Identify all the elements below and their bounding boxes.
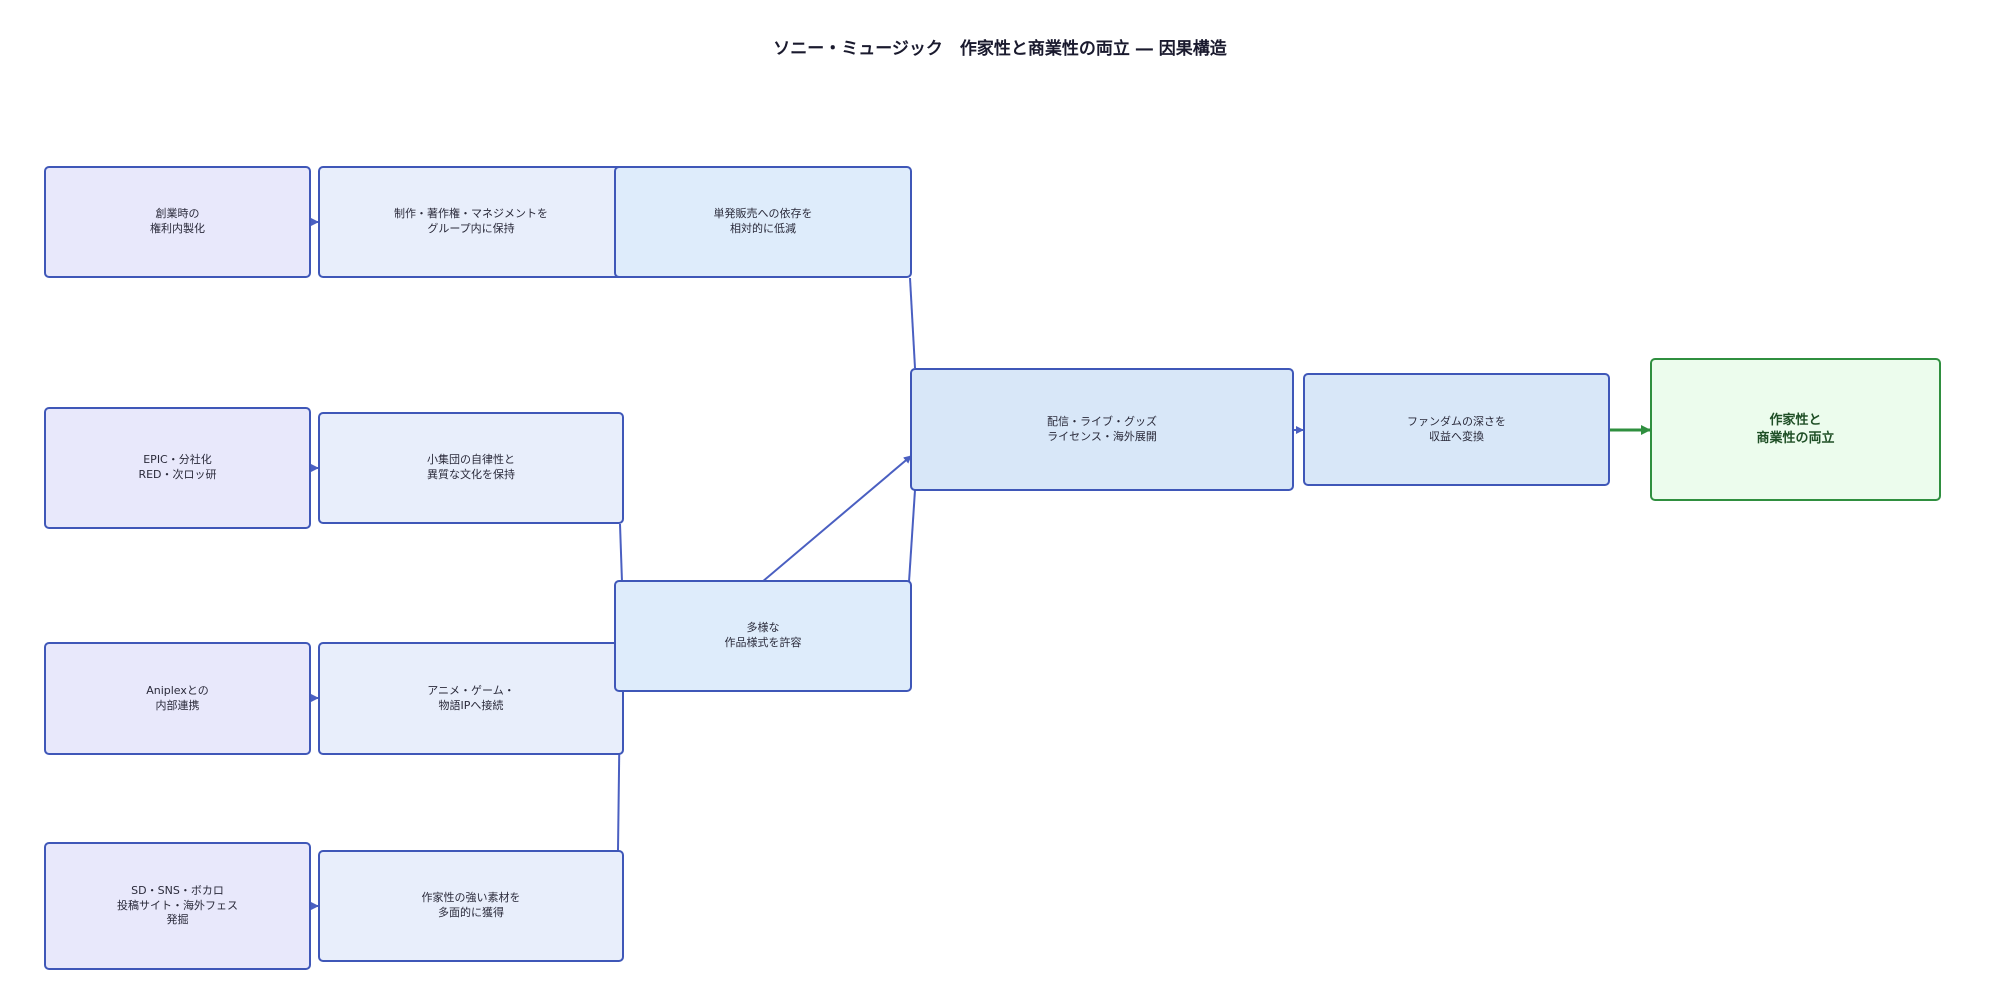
node-distribution-live-goods: 配信・ライブ・グッズ ライセンス・海外展開 [910,368,1294,491]
node-auteur-material: 作家性の強い素材を 多面的に獲得 [318,850,624,962]
node-scouting: SD・SNS・ボカロ 投稿サイト・海外フェス 発掘 [44,842,311,970]
node-anime-game-ip: アニメ・ゲーム・ 物語IPへ接続 [318,642,624,755]
node-epic-spin-off: EPIC・分社化 RED・次ロッ研 [44,407,311,529]
diagram-title: ソニー・ミュージック 作家性と商業性の両立 ― 因果構造 [773,39,1227,59]
node-goal-balance: 作家性と 商業性の両立 [1650,358,1941,501]
edge-n10-n11-b [908,489,916,583]
node-fandom-to-revenue: ファンダムの深さを 収益へ変換 [1303,373,1610,486]
node-rights-inhouse: 創業時の 権利内製化 [44,166,311,278]
edge-n5-n10 [619,523,623,583]
node-reduce-single-sales: 単発販売への依存を 相対的に低減 [614,166,912,278]
node-diverse-styles: 多様な 作品様式を許容 [614,580,912,692]
node-keep-in-group: 制作・著作権・マネジメントを グループ内に保持 [318,166,624,278]
node-small-group-autonomy: 小集団の自律性と 異質な文化を保持 [318,412,624,524]
edge-n10-n11 [761,455,912,583]
node-aniplex-link: Aniplexとの 内部連携 [44,642,311,755]
edge-n3-n11 [909,277,916,369]
